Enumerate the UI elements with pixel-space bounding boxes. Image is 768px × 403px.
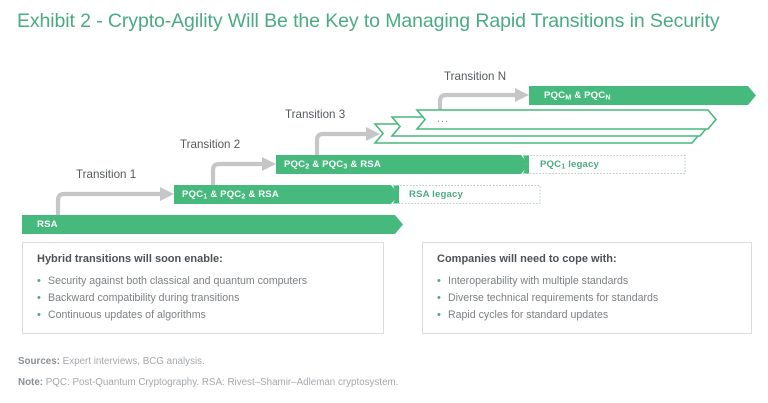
callout-hybrid-transitions: Hybrid transitions will soon enable: Sec… [22, 242, 384, 334]
bar-label-pqc-1-2-rsa: PQC1 & PQC2 & RSA [182, 189, 279, 201]
list-item: Diverse technical requirements for stand… [437, 290, 737, 307]
legacy-label-pqc: PQC1 legacy [540, 159, 599, 171]
transition-n-arrow [437, 92, 515, 124]
callout-right-heading: Companies will need to cope with: [437, 253, 617, 265]
transition-3-arrow [314, 131, 366, 163]
diagram-graphics [22, 86, 756, 234]
bar-pqc-2-3-rsa [276, 155, 529, 174]
list-item: Interoperability with multiple standards [437, 273, 737, 290]
transition-2-arrow [210, 161, 262, 193]
callout-companies-cope: Companies will need to cope with: Intero… [422, 242, 752, 334]
callout-left-list: Security against both classical and quan… [37, 273, 369, 324]
ellipsis-label: ... [437, 113, 450, 125]
rsa-legacy-box [396, 184, 541, 205]
transition-3-label: Transition 3 [285, 108, 346, 121]
transition-1-arrow [55, 191, 160, 223]
bar-rsa [22, 215, 403, 234]
page-title: Exhibit 2 - Crypto-Agility Will Be the K… [17, 10, 720, 32]
footnote-note: Note: PQC: Post-Quantum Cryptography. RS… [18, 377, 398, 388]
footnote-note-label: Note: [18, 377, 44, 388]
footnote-sources-label: Sources: [18, 356, 60, 367]
transition-n-label: Transition N [444, 70, 507, 83]
footnote-sources-text: Expert interviews, BCG analysis. [59, 356, 205, 367]
bar-pqc-1-2-rsa [174, 185, 399, 204]
arrow-heads [160, 88, 529, 201]
list-item: Backward compatibility during transition… [37, 290, 369, 307]
legacy-box-nubs [393, 155, 529, 204]
callout-left-heading: Hybrid transitions will soon enable: [37, 253, 223, 265]
transition-2-label: Transition 2 [180, 138, 241, 151]
footnote-sources: Sources: Expert interviews, BCG analysis… [18, 356, 205, 367]
bar-label-pqc-m-n: PQCM & PQCN [544, 90, 611, 102]
bar-label-pqc-2-3-rsa: PQC2 & PQC3 & RSA [284, 159, 381, 171]
legacy-label-rsa: RSA legacy [409, 189, 463, 200]
bar-pqc-m-n [529, 86, 756, 105]
callout-right-list: Interoperability with multiple standards… [437, 273, 737, 324]
crypto-agility-diagram: RSA PQC1 & PQC2 & RSA PQC2 & PQC3 & RSA … [0, 68, 768, 238]
list-item: Security against both classical and quan… [37, 273, 369, 290]
list-item: Continuous updates of algorithms [37, 307, 369, 324]
list-item: Rapid cycles for standard updates [437, 307, 737, 324]
bar-label-rsa: RSA [37, 219, 58, 230]
ghost-bar-front [415, 109, 718, 130]
footnote-note-text: PQC: Post-Quantum Cryptography. RSA: Riv… [43, 377, 399, 388]
transition-1-label: Transition 1 [76, 168, 137, 181]
